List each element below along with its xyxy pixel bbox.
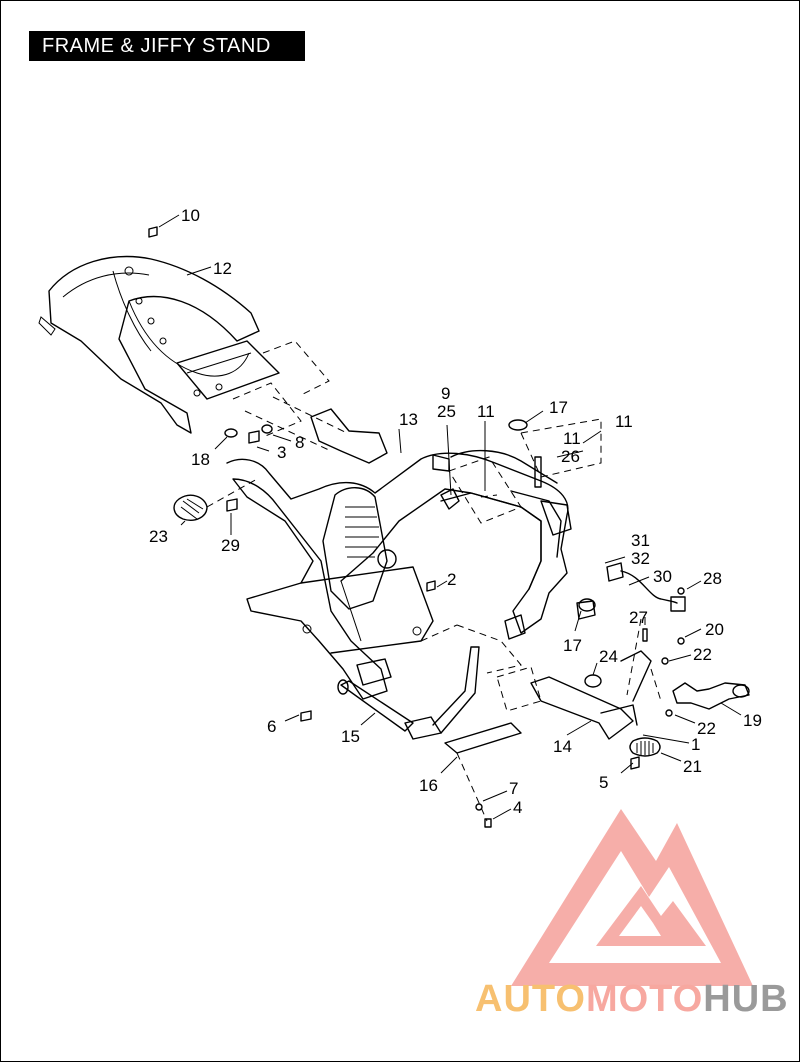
callout-28: 28	[703, 569, 722, 588]
shift-lever-part-19	[672, 682, 750, 710]
callout-30: 30	[653, 567, 672, 586]
callout-18: 18	[191, 450, 210, 469]
callout-3: 3	[277, 443, 286, 462]
callout-16: 16	[419, 776, 438, 795]
spring-part-21	[629, 737, 661, 757]
callout-23: 23	[149, 527, 168, 546]
callout-19: 19	[743, 711, 762, 730]
watermark-text: AUTOMOTOHUB	[475, 977, 795, 1021]
callout-22-bottom: 22	[697, 719, 716, 738]
callout-17-top: 17	[549, 398, 568, 417]
callout-2: 2	[447, 570, 456, 589]
callout-5: 5	[599, 773, 608, 792]
callout-24: 24	[599, 647, 618, 666]
callout-14: 14	[553, 737, 572, 756]
fender-bracket-dashes	[232, 340, 348, 452]
watermark-logo	[511, 809, 753, 986]
callout-7: 7	[509, 779, 518, 798]
callout-8: 8	[295, 433, 304, 452]
callout-17-bottom: 17	[563, 636, 582, 655]
callout-21: 21	[683, 757, 702, 776]
callout-26: 26	[561, 447, 580, 466]
callout-29: 29	[221, 536, 240, 555]
leader-lines	[158, 214, 742, 820]
jiffy-stand-part-15	[337, 646, 480, 740]
callout-12: 12	[213, 259, 232, 278]
callout-31: 31	[631, 531, 650, 550]
frame-connection-dashes	[420, 418, 602, 674]
callout-9: 9	[441, 384, 450, 403]
callout-22-top: 22	[693, 645, 712, 664]
callout-20: 20	[705, 620, 724, 639]
callout-25: 25	[437, 402, 456, 421]
stand-bracket-part-14	[496, 618, 662, 740]
callout-15: 15	[341, 727, 360, 746]
callout-11-left: 11	[477, 402, 495, 421]
callout-10: 10	[181, 206, 200, 225]
page-title: FRAME & JIFFY STAND	[29, 31, 305, 61]
watermark-auto: AUTO	[475, 978, 586, 1020]
callout-11-middle: 11	[563, 429, 581, 448]
rear-fender-part-12	[38, 255, 280, 434]
callout-labels: 10 12 9 25 11 17 11 11 26 13 18 3 8 23 2…	[149, 206, 762, 817]
watermark-moto: MOTO	[585, 978, 704, 1020]
stand-plate-part-16	[444, 722, 522, 822]
watermark-hub: HUB	[703, 978, 789, 1020]
callout-11-right: 11	[615, 412, 633, 431]
callout-4: 4	[513, 798, 522, 817]
callout-27: 27	[629, 608, 648, 627]
hardware-parts	[148, 226, 685, 828]
callout-6: 6	[267, 717, 276, 736]
main-frame-part-13	[226, 408, 596, 700]
callout-32: 32	[631, 549, 650, 568]
callout-13: 13	[399, 410, 418, 429]
callout-1: 1	[691, 735, 700, 754]
harness-part-30	[606, 562, 686, 612]
